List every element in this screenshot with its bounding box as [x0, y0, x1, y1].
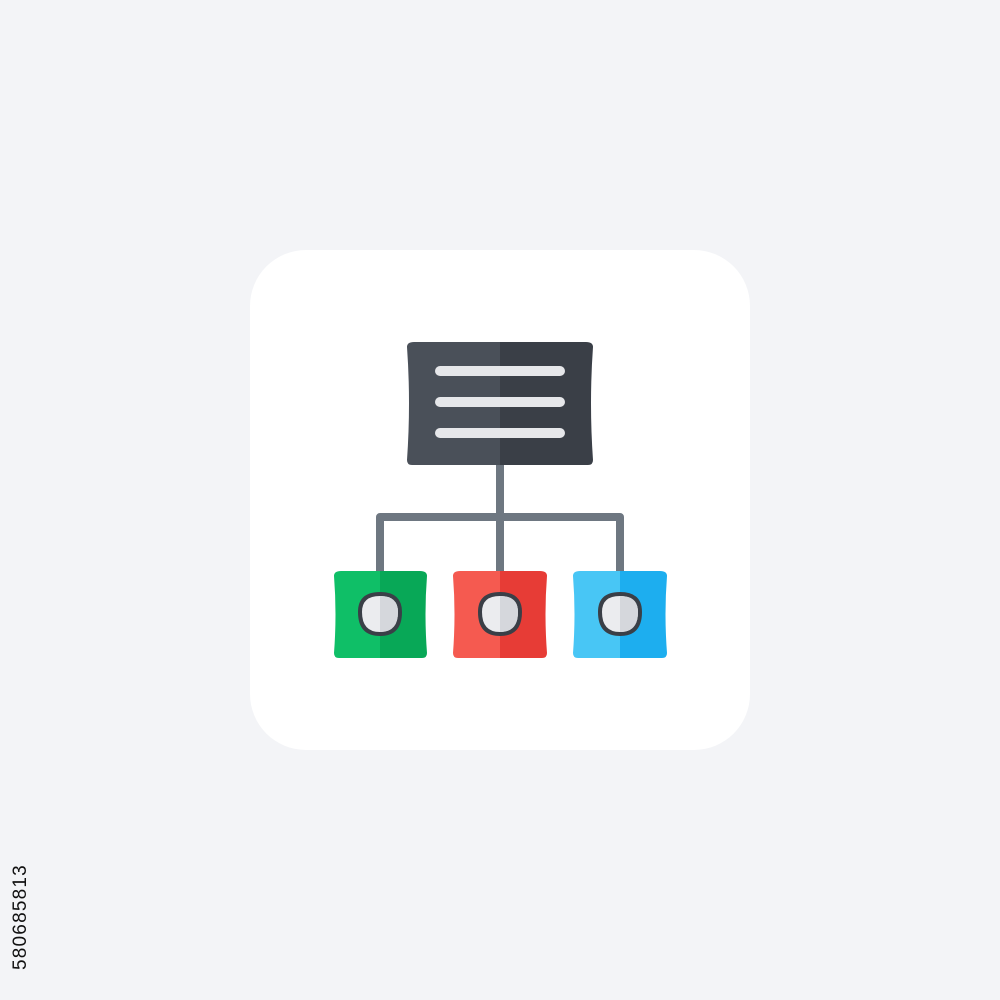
node-blue [573, 571, 667, 658]
node-red [453, 571, 547, 658]
node-green [334, 571, 427, 658]
server-box [407, 342, 593, 465]
connector-lines [376, 460, 624, 580]
image-id-label: 580685813 [10, 864, 31, 970]
connector-branch [376, 513, 624, 580]
server-line-2 [435, 397, 565, 407]
server-line-1 [435, 366, 565, 376]
server-line-3 [435, 428, 565, 438]
